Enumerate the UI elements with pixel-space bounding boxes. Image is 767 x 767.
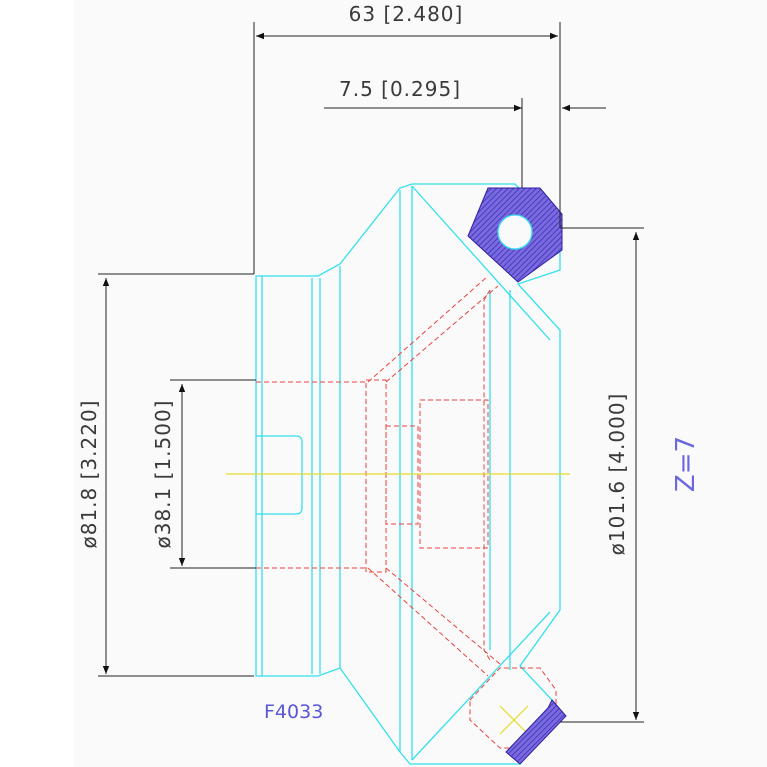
hidden-lines [256,275,557,749]
dim-insert-offset: 7.5 [0.295] [339,77,461,101]
dim-cutter-diameter: ø101.6 [4.000] [605,393,629,556]
dimension-lines [98,22,644,723]
top-insert [467,187,563,283]
bottom-insert [505,699,567,765]
centerlines [226,221,570,735]
body-outline [255,183,563,765]
part-number: F4033 [264,701,323,723]
dim-overall-width: 63 [2.480] [349,2,464,26]
drawing-background [74,0,767,767]
dim-bore-inner: ø38.1 [1.500] [151,400,175,549]
dim-bore-outer: ø81.8 [3.220] [77,400,101,549]
teeth-count: Z=7 [671,436,701,492]
